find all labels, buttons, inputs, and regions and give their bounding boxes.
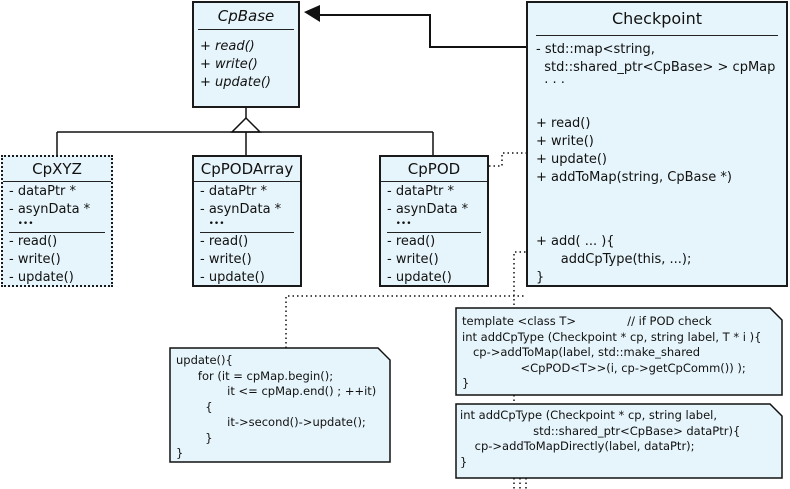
cppodarray-attributes: - dataPtr * - asynData * ••• bbox=[194, 182, 300, 230]
method: - update() bbox=[387, 270, 452, 285]
code-line: } bbox=[176, 446, 184, 460]
note-template: template <class T> // if POD check int a… bbox=[462, 314, 778, 392]
code-line: template <class T> // if POD check bbox=[462, 314, 712, 328]
cppod-class: CpPOD - dataPtr * - asynData * ••• - rea… bbox=[379, 155, 489, 287]
code-line: for (it = cpMap.begin(); bbox=[176, 368, 334, 383]
method: - read() bbox=[9, 234, 58, 249]
note-update-shape bbox=[169, 347, 391, 463]
dependency-cppod-checkpoint bbox=[489, 152, 526, 167]
method-body: addCpType(this, ...); bbox=[536, 252, 692, 267]
code-line: <CpPOD<T>>(i, cp->getCpComm()) ); bbox=[462, 360, 746, 375]
method-end: } bbox=[536, 270, 545, 285]
method: + write() bbox=[536, 134, 594, 149]
cppod-methods: - read() - write() - update() bbox=[381, 233, 487, 287]
attribute: ••• bbox=[200, 219, 225, 229]
attribute: - asynData * bbox=[387, 202, 469, 217]
association-line bbox=[320, 14, 526, 48]
cpbase-class: CpBase + read() + write() + update() bbox=[192, 1, 300, 108]
checkpoint-add-method: + add( ... ){ addCpType(this, ...); } bbox=[528, 187, 786, 287]
attribute: ••• bbox=[9, 219, 34, 229]
code-line: std::shared_ptr<CpBase> dataPtr){ bbox=[460, 423, 741, 438]
method: - write() bbox=[9, 252, 61, 267]
attribute: ••• bbox=[387, 219, 412, 229]
note-shared-shape bbox=[455, 403, 783, 479]
inheritance-triangle bbox=[230, 116, 262, 133]
cpxyz-class: CpXYZ - dataPtr * - asynData * ••• - rea… bbox=[1, 155, 113, 287]
method: + write() bbox=[200, 57, 258, 72]
code-line: update(){ bbox=[176, 353, 233, 367]
method: + read() bbox=[200, 39, 255, 54]
checkpoint-class: Checkpoint - std::map<string, std::share… bbox=[526, 1, 788, 287]
code-line: cp->addToMapDirectly(label, dataPtr); bbox=[460, 439, 695, 453]
cpxyz-title: CpXYZ bbox=[32, 160, 82, 178]
method: - read() bbox=[387, 234, 436, 249]
cppodarray-title: CpPODArray bbox=[200, 160, 294, 178]
code-line: } bbox=[462, 376, 470, 390]
attribute: - asynData * bbox=[200, 202, 282, 217]
attribute: std::shared_ptr<CpBase> > cpMap bbox=[536, 60, 776, 75]
attribute: - std::map<string, bbox=[536, 42, 655, 57]
attribute: - asynData * bbox=[9, 202, 91, 217]
attribute: - dataPtr * bbox=[200, 184, 268, 199]
code-line: it <= cpMap.end() ; ++it) bbox=[176, 384, 377, 398]
cpxyz-attributes: - dataPtr * - asynData * ••• bbox=[3, 182, 111, 230]
cpbase-title: CpBase bbox=[217, 7, 275, 25]
method: - read() bbox=[200, 234, 249, 249]
method: + addToMap(string, CpBase *) bbox=[536, 170, 732, 185]
checkpoint-attributes: - std::map<string, std::shared_ptr<CpBas… bbox=[528, 36, 786, 91]
method: + update() bbox=[200, 75, 271, 90]
cppodarray-class: CpPODArray - dataPtr * - asynData * ••• … bbox=[192, 155, 302, 287]
method: - update() bbox=[9, 270, 74, 285]
cppodarray-methods: - read() - write() - update() bbox=[194, 233, 300, 287]
note-shared: int addCpType (Checkpoint * cp, string l… bbox=[460, 408, 778, 470]
code-line: int addCpType (Checkpoint * cp, string l… bbox=[460, 408, 718, 422]
checkpoint-methods: + read() + write() + update() + addToMap… bbox=[528, 91, 786, 187]
attribute: - dataPtr * bbox=[9, 184, 77, 199]
method: + read() bbox=[536, 116, 591, 131]
code-line: { bbox=[176, 399, 213, 414]
attribute: · · · bbox=[536, 76, 565, 91]
cppod-attributes: - dataPtr * - asynData * ••• bbox=[381, 182, 487, 230]
method: - write() bbox=[387, 252, 439, 267]
cppod-title: CpPOD bbox=[407, 160, 461, 178]
note-template-shape bbox=[455, 307, 783, 396]
method: - update() bbox=[200, 270, 265, 285]
note-update: update(){ for (it = cpMap.begin(); it <=… bbox=[176, 353, 386, 462]
code-line: } bbox=[176, 430, 213, 445]
cpbase-methods: + read() + write() + update() bbox=[194, 30, 298, 92]
method: + update() bbox=[536, 152, 607, 167]
method: - write() bbox=[200, 252, 252, 267]
note-link-update bbox=[285, 295, 526, 348]
attribute: - dataPtr * bbox=[387, 184, 455, 199]
cpxyz-methods: - read() - write() - update() bbox=[3, 233, 111, 287]
code-line: int addCpType (Checkpoint * cp, string l… bbox=[462, 329, 762, 344]
code-line: } bbox=[460, 454, 468, 469]
checkpoint-title: Checkpoint bbox=[611, 9, 703, 28]
association-arrowhead bbox=[304, 5, 320, 22]
code-line: it->second()->update(); bbox=[176, 415, 366, 429]
method: + add( ... ){ bbox=[536, 234, 615, 249]
code-line: cp->addToMap(label, std::make_shared bbox=[462, 345, 701, 359]
